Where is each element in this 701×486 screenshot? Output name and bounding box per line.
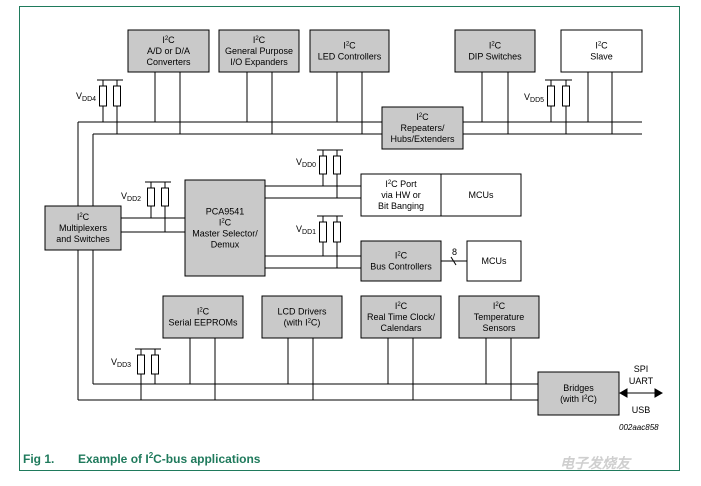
temp-label: Sensors [482,323,516,333]
rtc-block [360,295,442,339]
watermark-logo: 电子发烧友 [560,455,630,471]
dip-label: DIP Switches [468,52,522,62]
bridge-output-usb: USB [632,405,651,415]
pullup-vdd5 [545,79,572,134]
vdd0-label: VDD0 [296,157,316,169]
pca-label: Master Selector/ [192,229,258,239]
ad-da-block [127,29,210,73]
pullup-vdd3 [135,348,161,400]
bridge-output-uart: UART [629,376,654,386]
dip-label: I2C [489,41,502,51]
pullup-vdd2 [145,181,171,232]
bus-width-label: 8 [452,247,457,257]
gpio-label: I2C [253,35,266,45]
bridges-label: Bridges [563,383,594,393]
bridges-label: (with I2C) [560,394,597,404]
repeaters-block [381,106,464,150]
arrow-right-icon [654,388,664,398]
port-label: via HW or [381,190,421,200]
pca-label: I2C [219,218,232,228]
mcu2-block [466,240,522,282]
pca-label: PCA9541 [206,207,245,217]
port-label: I2C Port [385,179,417,189]
repeaters-label: Hubs/Extenders [390,134,455,144]
figure-title: Example of I2C-bus applications [78,451,261,466]
vdd2-label: VDD2 [121,191,141,203]
bus-ctrl-block [360,240,442,282]
rtc-label: I2C [395,301,408,311]
figure-code: 002aac858 [619,423,659,432]
slave-label: Slave [590,52,613,62]
mux-label: and Switches [56,234,110,244]
eeprom-label: I2C [197,307,210,317]
lcd-label: LCD Drivers [277,307,327,317]
eeprom-label: Serial EEPROMs [168,318,238,328]
led-label: I2C [343,41,356,51]
pullup-vdd4 [97,79,123,134]
led-label: LED Controllers [318,52,382,62]
rtc-label: Calendars [380,323,422,333]
mux-label: I2C [77,212,90,222]
slave-label: I2C [595,41,608,51]
pca-block [184,179,266,277]
figure-number: Fig 1. [23,452,55,466]
pullup-vdd1 [317,215,343,268]
lcd-block [261,295,343,339]
repeaters-label: Repeaters/ [400,123,445,133]
vdd3-label: VDD3 [111,357,131,369]
temp-block [458,295,540,339]
pca-label: Demux [211,240,240,250]
mcu2-label: MCUs [482,256,507,266]
port-label: Bit Banging [378,201,424,211]
lcd-label: (with I2C) [284,318,321,328]
pullup-vdd0 [317,149,343,198]
bus-ctrl-label: I2C [395,251,408,261]
gpio-block [218,29,300,73]
bridges-block [537,371,620,416]
mux-block [44,205,122,251]
slave-block [560,29,643,73]
figure-frame [19,6,680,471]
gpio-label: I/O Expanders [230,57,288,67]
ad-da-label: A/D or D/A [147,46,190,56]
mcu1-label: MCUs [469,190,494,200]
ad-da-label: I2C [162,35,175,45]
rtc-label: Real Time Clock/ [367,312,436,322]
bridge-output-spi: SPI [634,364,649,374]
mcu1-block [440,173,522,217]
bus-width-slash [450,256,457,266]
gpio-label: General Purpose [225,46,293,56]
led-block [309,29,390,73]
dip-block [454,29,536,73]
arrow-left-icon [618,388,628,398]
repeaters-label: I2C [416,112,429,122]
figure-caption: Fig 1. Example of I2C-bus applications [23,451,260,466]
temp-label: Temperature [474,312,525,322]
vdd4-label: VDD4 [76,91,96,103]
mux-label: Multiplexers [59,223,108,233]
bus-ctrl-label: Bus Controllers [370,262,432,272]
temp-label: I2C [493,301,506,311]
eeprom-block [162,295,244,339]
vdd5-label: VDD5 [524,92,544,104]
vdd1-label: VDD1 [296,224,316,236]
ad-da-label: Converters [146,57,191,67]
